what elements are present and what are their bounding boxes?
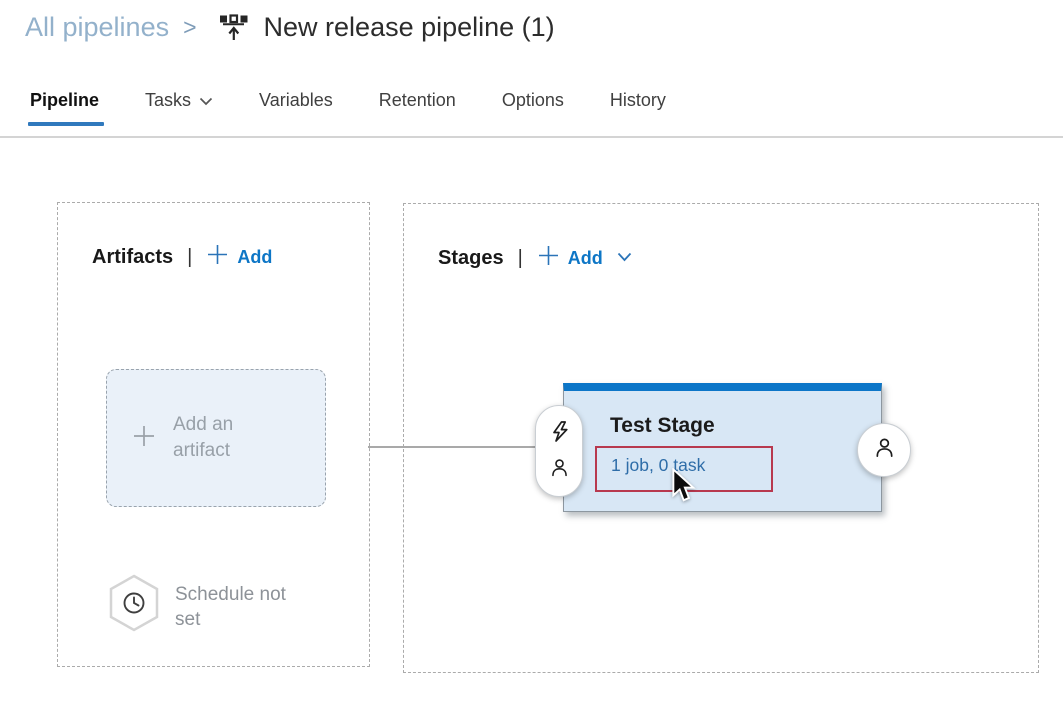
- lightning-icon: [549, 420, 570, 448]
- post-deployment-conditions-button[interactable]: [857, 423, 911, 477]
- plus-icon: [131, 423, 157, 454]
- person-icon: [549, 457, 570, 483]
- add-artifact-button[interactable]: Add: [206, 243, 272, 271]
- tab-bar: Pipeline Tasks Variables Retention Optio…: [27, 90, 666, 129]
- tab-variables[interactable]: Variables: [259, 90, 333, 110]
- release-pipeline-icon: [217, 11, 250, 44]
- chevron-down-icon: [617, 249, 632, 267]
- schedule-badge[interactable]: Schedule not set: [107, 573, 293, 638]
- plus-icon: [537, 244, 560, 272]
- stages-title: Stages: [438, 246, 504, 269]
- tab-retention[interactable]: Retention: [378, 90, 456, 110]
- artifacts-header: Artifacts | Add: [92, 243, 272, 271]
- stage-name: Test Stage: [610, 414, 715, 437]
- breadcrumb-separator: >: [183, 14, 197, 40]
- add-an-artifact-label: Add an artifact: [173, 414, 234, 461]
- stage-card[interactable]: Test Stage 1 job, 0 task: [563, 383, 882, 512]
- person-icon: [873, 436, 896, 464]
- chevron-down-icon: [199, 90, 213, 111]
- stages-panel: Stages | Add: [403, 203, 1039, 673]
- clock-hexagon-icon: [107, 573, 161, 638]
- stage-jobs-link[interactable]: 1 job, 0 task: [611, 455, 706, 475]
- page-title: New release pipeline (1): [263, 12, 555, 42]
- tab-pipeline[interactable]: Pipeline: [27, 90, 105, 129]
- artifacts-title: Artifacts: [92, 245, 174, 268]
- artifacts-panel: Artifacts | Add Add an artifact: [57, 202, 370, 667]
- add-stage-button[interactable]: Add: [537, 244, 632, 272]
- plus-icon: [206, 243, 229, 271]
- artifacts-title-separator: |: [187, 245, 193, 268]
- breadcrumb-all-pipelines-link[interactable]: All pipelines: [25, 12, 170, 42]
- schedule-label: Schedule not set: [175, 584, 286, 630]
- pre-deployment-conditions-button[interactable]: [535, 405, 583, 497]
- artifact-stage-connector: [368, 446, 538, 448]
- tab-bar-divider: [0, 136, 1063, 138]
- stages-header: Stages | Add: [438, 244, 632, 272]
- add-an-artifact-placeholder[interactable]: Add an artifact: [106, 369, 326, 507]
- breadcrumb: All pipelines > New release pipeline (1): [25, 11, 555, 44]
- tab-options[interactable]: Options: [501, 90, 564, 110]
- stages-title-separator: |: [517, 246, 523, 269]
- tab-tasks[interactable]: Tasks: [145, 90, 213, 129]
- tab-history[interactable]: History: [609, 90, 666, 110]
